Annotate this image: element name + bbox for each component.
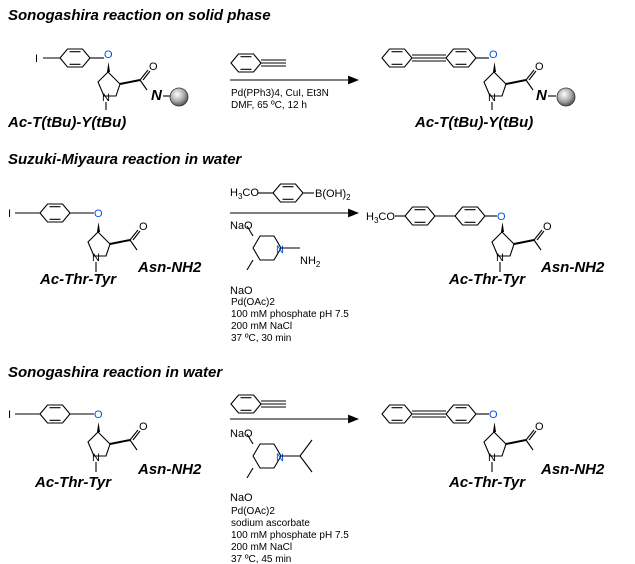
svg-text:NaO: NaO — [230, 285, 253, 297]
section-2-right-peptide: Ac-Thr-Tyr — [448, 271, 526, 288]
section-3-right-peptide: Ac-Thr-Tyr — [448, 474, 526, 491]
svg-text:N: N — [488, 452, 496, 464]
section-3-right-c-term: Asn-NH2 — [540, 461, 605, 478]
svg-text:O: O — [149, 61, 158, 73]
svg-text:I: I — [8, 409, 11, 421]
svg-text:O: O — [497, 211, 506, 223]
svg-text:N: N — [536, 87, 548, 104]
svg-text:O: O — [535, 61, 544, 73]
svg-text:I: I — [8, 208, 11, 220]
section-2-condition-4: 37 ºC, 30 min — [231, 333, 291, 344]
section-1-reactant: I O N O Ac-T(tBu)-Y(tBu) N — [7, 48, 189, 131]
svg-text:O: O — [543, 221, 552, 233]
svg-text:N: N — [276, 452, 284, 464]
svg-text:O: O — [489, 49, 498, 61]
section-3-reagent — [230, 394, 286, 414]
svg-text:O: O — [489, 409, 498, 421]
svg-text:B(OH)2: B(OH)2 — [315, 188, 351, 202]
section-2-right-c-term: Asn-NH2 — [540, 259, 605, 276]
svg-text:NaO: NaO — [230, 220, 253, 232]
section-2-reagent: H3CO B(OH)2 — [230, 183, 351, 203]
svg-text:N: N — [92, 252, 100, 264]
section-2-left-peptide: Ac-Thr-Tyr — [39, 271, 117, 288]
section-3-condition-2: sodium ascorbate — [231, 518, 310, 529]
svg-text:N: N — [92, 452, 100, 464]
section-3-left-c-term: Asn-NH2 — [137, 461, 202, 478]
section-1-title: Sonogashira reaction on solid phase — [8, 7, 271, 24]
section-3-left-peptide: Ac-Thr-Tyr — [34, 474, 112, 491]
svg-text:H3CO: H3CO — [366, 211, 395, 225]
section-2-condition-3: 200 mM NaCl — [231, 321, 292, 332]
svg-text:I: I — [35, 53, 38, 65]
section-1-left-peptide: Ac-T(tBu)-Y(tBu) — [7, 114, 126, 131]
svg-text:O: O — [535, 421, 544, 433]
section-1-product: O N O Ac-T(tBu)-Y(tBu) N — [381, 48, 576, 131]
svg-text:O: O — [139, 421, 148, 433]
svg-text:NH2: NH2 — [300, 255, 321, 269]
section-3-ligand: NaO NaO N — [230, 428, 313, 504]
section-3-condition-4: 200 mM NaCl — [231, 542, 292, 553]
section-2-ligand: NaO NaO N N NH2 — [230, 220, 321, 297]
section-3-condition-1: Pd(OAc)2 — [231, 506, 275, 517]
svg-text:O: O — [104, 49, 113, 61]
svg-text:N: N — [276, 244, 284, 256]
section-2-reactant: I O N O Ac-Thr-Tyr Asn-NH2 — [8, 203, 202, 288]
section-1-condition-2: DMF, 65 ºC, 12 h — [231, 100, 307, 111]
section-1-condition-1: Pd(PPh3)4, CuI, Et3N — [231, 88, 329, 99]
section-1-reagent — [230, 53, 286, 73]
section-3-condition-3: 100 mM phosphate pH 7.5 — [231, 530, 349, 541]
svg-text:NaO: NaO — [230, 492, 253, 504]
section-2-condition-1: Pd(OAc)2 — [231, 297, 275, 308]
svg-text:O: O — [94, 409, 103, 421]
svg-text:NaO: NaO — [230, 428, 253, 440]
svg-text:N: N — [102, 92, 110, 104]
section-3-condition-5: 37 ºC, 45 min — [231, 554, 291, 564]
svg-text:N: N — [496, 252, 504, 264]
section-2-left-c-term: Asn-NH2 — [137, 259, 202, 276]
section-2-condition-2: 100 mM phosphate pH 7.5 — [231, 309, 349, 320]
section-1-right-peptide: Ac-T(tBu)-Y(tBu) — [414, 114, 533, 131]
section-3-product: O N O Ac-Thr-Tyr Asn-NH2 — [381, 404, 605, 491]
svg-text:H3CO: H3CO — [230, 187, 259, 201]
svg-text:O: O — [139, 221, 148, 233]
svg-text:O: O — [94, 208, 103, 220]
section-3-reactant: I O N O Ac-Thr-Tyr Asn-NH2 — [8, 404, 202, 491]
svg-text:N: N — [151, 87, 163, 104]
svg-text:N: N — [488, 92, 496, 104]
section-2-title: Suzuki-Miyaura reaction in water — [8, 151, 243, 168]
section-3-title: Sonogashira reaction in water — [8, 364, 223, 381]
section-2-product: H3CO O N O Ac-Thr-Tyr Asn-NH2 — [366, 206, 605, 288]
